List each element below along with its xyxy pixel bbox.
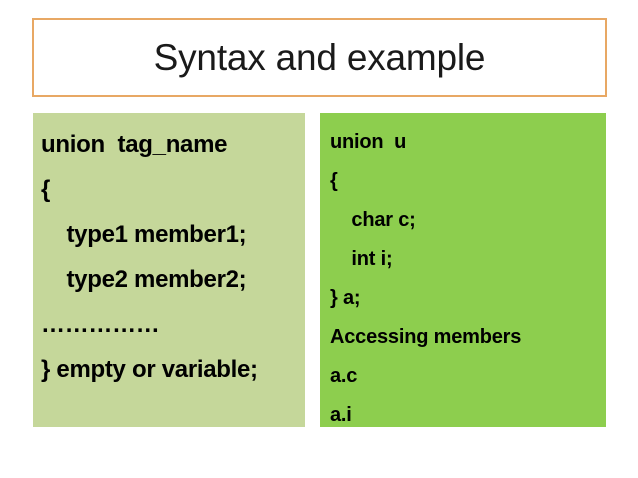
code-line: union tag_name bbox=[41, 131, 228, 158]
code-line: { bbox=[330, 170, 338, 192]
page-title: Syntax and example bbox=[153, 37, 486, 78]
slide-title-box: Syntax and example bbox=[32, 18, 607, 97]
code-line: { bbox=[41, 176, 51, 203]
code-line: union u bbox=[330, 131, 407, 153]
union-syntax-panel: union tag_name { type1 member1; type2 me… bbox=[33, 113, 305, 427]
code-line: } empty or variable; bbox=[41, 356, 258, 383]
code-line: type2 member2; bbox=[41, 266, 247, 293]
code-line: type1 member1; bbox=[41, 221, 247, 248]
code-line: a.c bbox=[330, 365, 358, 387]
union-example-panel: union u { char c; int i; } a; Accessing … bbox=[320, 113, 606, 427]
code-line-ellipsis: …………… bbox=[41, 311, 160, 338]
code-line: int i; bbox=[330, 248, 393, 270]
code-line-heading: Accessing members bbox=[330, 326, 522, 348]
code-line: char c; bbox=[330, 209, 416, 231]
code-line: } a; bbox=[330, 287, 361, 309]
code-line: a.i bbox=[330, 404, 352, 426]
